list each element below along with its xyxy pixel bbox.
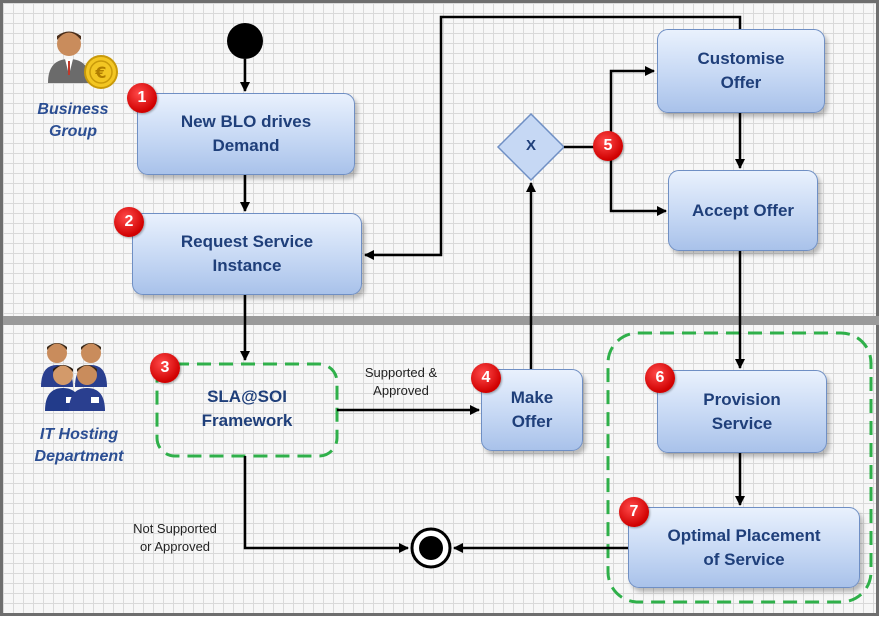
step-optimal-placement[interactable]: Optimal Placement of Service (628, 507, 860, 588)
step-request-service-label: Request Service Instance (180, 232, 314, 275)
badge-step-4: 4 (471, 363, 501, 393)
badge-step-3: 3 (150, 353, 180, 383)
badge-step-6: 6 (645, 363, 675, 393)
decision-label: X (525, 137, 536, 154)
business-person-icon (48, 31, 90, 83)
step-accept-offer[interactable]: Accept Offer (668, 170, 818, 251)
step-customise-offer[interactable]: Customise Offer (657, 29, 825, 113)
edge-decision-to-customise (609, 66, 655, 147)
end-node-core (419, 536, 443, 560)
step-new-blo-label: New BLO drives Demand (180, 112, 312, 155)
step-request-service[interactable]: Request Service Instance (132, 213, 362, 295)
sla-framework-label: SLA@SOI Framework (201, 387, 293, 430)
step-provision-service[interactable]: Provision Service (657, 370, 827, 453)
decision-diamond (496, 112, 566, 182)
edge-customise-to-request (364, 15, 742, 260)
edge-sla-to-end (243, 456, 409, 553)
step-accept-offer-label: Accept Offer (691, 200, 795, 220)
step-new-blo[interactable]: New BLO drives Demand (137, 93, 355, 175)
step-optimal-placement-label: Optimal Placement of Service (667, 525, 821, 569)
euro-coin-icon: € (84, 55, 118, 89)
badge-step-2: 2 (114, 207, 144, 237)
lane-label-it-hosting: IT Hosting Department (34, 426, 124, 465)
lane-divider (3, 316, 879, 325)
badge-step-7: 7 (619, 497, 649, 527)
edge-decision-to-accept (609, 147, 667, 216)
step-provision-service-label: Provision Service (703, 389, 781, 433)
step-customise-offer-label: Customise Offer (697, 49, 785, 92)
start-node (227, 23, 263, 59)
badge-step-1: 1 (127, 83, 157, 113)
connectors: € (3, 15, 879, 604)
edge-label-not-supported: Not Supported or Approved (133, 521, 217, 554)
svg-text:€: € (94, 63, 106, 82)
step-make-offer-label: Make Offer (510, 388, 554, 431)
lane-label-business: Business Group (37, 101, 109, 140)
team-people-icon (41, 343, 107, 411)
badge-step-5: 5 (593, 131, 623, 161)
edge-label-supported: Supported & Approved (364, 365, 438, 398)
